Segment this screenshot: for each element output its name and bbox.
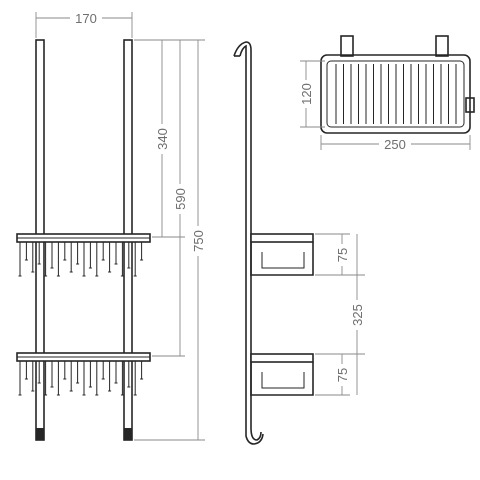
basket-wire [24,242,28,261]
basket-wire [120,361,124,396]
basket-wire [127,361,131,388]
dim-front-width: 170 [35,10,133,38]
dim-top-basket-width: 250 [320,135,471,152]
basket-wire [56,361,60,396]
front-upper-basket [16,233,151,277]
basket-wire [140,242,144,261]
dim-side-basket-height-lower-label: 75 [335,368,350,382]
basket-wire [95,242,99,277]
dim-side-basket-height-lower: 75 [315,353,350,396]
dim-side-basket-spacing-label: 325 [350,304,365,326]
front-lower-basket-wires [18,361,144,396]
basket-wire [31,242,35,273]
dim-total-height-label: 750 [191,230,206,252]
basket-wire [88,361,92,388]
basket-wire [82,361,86,396]
side-lower-basket [250,353,314,396]
front-upper-basket-wires [18,242,144,277]
dim-top-basket-depth-label: 120 [299,83,314,105]
top-view: 120 250 [298,35,475,152]
dim-side-basket-height-upper: 75 [315,233,350,276]
basket-wire [133,361,137,396]
side-view: 75 325 75 [233,41,365,445]
basket-wire [114,361,118,384]
dim-hook-to-bottom-basket-label: 590 [173,188,188,210]
dim-side-basket-spacing: 325 [342,234,365,395]
dim-hook-to-top-basket-label: 340 [155,128,170,150]
dim-front-width-label: 170 [75,11,97,26]
front-lower-basket [16,352,151,396]
basket-wire [50,361,54,388]
basket-wire [31,361,35,392]
dim-side-basket-height-upper-label: 75 [335,248,350,262]
basket-wire [76,242,80,265]
dim-total-height: 750 [134,39,206,441]
basket-wire [101,242,105,261]
dim-hook-to-bottom-basket: 590 [152,40,188,357]
side-upper-basket [250,233,314,276]
left-rail-cap [36,428,44,440]
basket-wire [69,361,73,392]
basket-wire [114,242,118,265]
dim-top-basket-depth: 120 [298,60,325,128]
basket-wire [140,361,144,380]
basket-wire [63,242,67,261]
basket-wire [76,361,80,384]
front-view: 170 340 590 750 [16,10,206,441]
basket-wire [88,242,92,269]
top-basket-wires [335,64,457,124]
basket-wire [108,242,112,273]
top-basket-inner-frame [326,60,465,128]
basket-wire [24,361,28,380]
basket-wire [120,242,124,277]
basket-wire [82,242,86,277]
basket-wire [37,361,41,384]
basket-wire [18,242,22,277]
basket-wire [44,361,48,396]
basket-wire [56,242,60,277]
basket-wire [133,242,137,277]
basket-wire [69,242,73,273]
basket-wire [44,242,48,277]
top-basket-frame [320,54,471,134]
top-basket-clip [465,97,475,113]
basket-wire [18,361,22,396]
basket-wire [50,242,54,269]
top-left-hook [340,35,354,57]
right-rail-cap [124,428,132,440]
basket-wire [37,242,41,265]
basket-wire [95,361,99,396]
basket-wire [108,361,112,392]
side-rail-inner [239,44,264,445]
basket-wire [63,361,67,380]
basket-wire [101,361,105,380]
top-right-hook [435,35,449,57]
basket-wire [127,242,131,269]
dim-hook-to-top-basket: 340 [134,39,185,238]
dim-top-basket-width-label: 250 [384,137,406,152]
